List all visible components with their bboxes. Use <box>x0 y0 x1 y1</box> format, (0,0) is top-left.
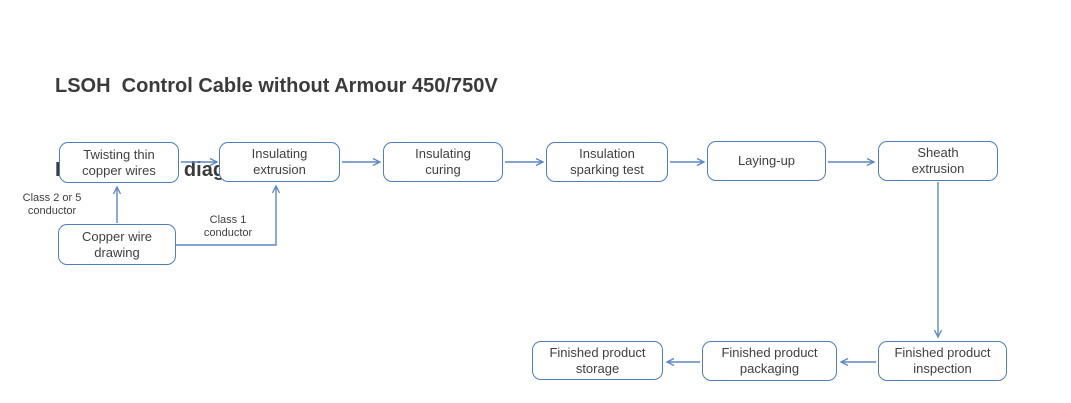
node-twisting-thin-copper-wires: Twisting thin copper wires <box>59 142 179 183</box>
node-sheath-extrusion: Sheath extrusion <box>878 141 998 181</box>
node-insulating-extrusion: Insulating extrusion <box>219 142 340 182</box>
node-laying-up: Laying-up <box>707 141 826 181</box>
node-insulation-sparking-test: Insulation sparking test <box>546 142 668 182</box>
diagram-title: LSOH Control Cable without Armour 450/75… <box>55 16 498 240</box>
node-finished-product-storage: Finished product storage <box>532 341 663 380</box>
label-class-1-conductor: Class 1 conductor <box>203 214 253 239</box>
label-class-2-or-5-conductor: Class 2 or 5 conductor <box>22 192 82 217</box>
diagram-title-line1: LSOH Control Cable without Armour 450/75… <box>55 75 498 97</box>
node-finished-product-packaging: Finished product packaging <box>702 341 837 381</box>
node-copper-wire-drawing: Copper wire drawing <box>58 224 176 265</box>
node-insulating-curing: Insulating curing <box>383 142 503 182</box>
node-finished-product-inspection: Finished product inspection <box>878 341 1007 381</box>
